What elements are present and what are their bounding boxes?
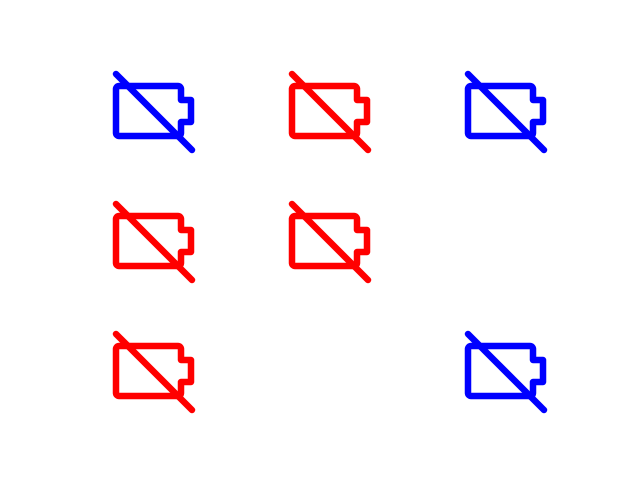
battery-off-icon — [282, 64, 378, 160]
battery-off-icon — [112, 330, 196, 414]
battery-off-icon — [288, 70, 372, 154]
battery-off-icon — [282, 194, 378, 290]
battery-off-icon — [458, 64, 554, 160]
battery-off-icon — [464, 330, 548, 414]
battery-off-icon — [464, 70, 548, 154]
battery-off-icon — [106, 194, 202, 290]
battery-off-icon — [458, 324, 554, 420]
battery-off-icon — [112, 200, 196, 284]
battery-off-icon — [112, 70, 196, 154]
battery-off-icon — [288, 200, 372, 284]
battery-off-icon — [106, 324, 202, 420]
battery-off-icon — [106, 64, 202, 160]
